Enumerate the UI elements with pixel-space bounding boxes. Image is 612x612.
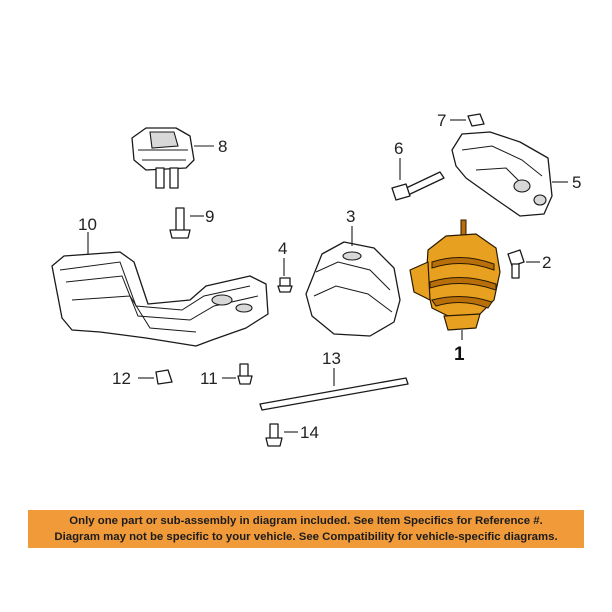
part-11-bolt	[222, 363, 253, 385]
callout-12: 12	[112, 369, 131, 388]
callout-14: 14	[300, 423, 319, 442]
part-13-seal-strip	[259, 368, 409, 411]
callout-10: 10	[78, 215, 97, 234]
callout-6: 6	[394, 139, 403, 158]
callout-1: 1	[454, 344, 465, 365]
notice-banner: Only one part or sub-assembly in diagram…	[28, 510, 584, 548]
callout-9: 9	[205, 207, 214, 226]
part-14-bolt	[265, 423, 298, 447]
notice-line-2: Diagram may not be specific to your vehi…	[54, 531, 558, 543]
callout-3: 3	[346, 207, 355, 226]
part-8-bracket	[131, 127, 214, 189]
callout-7: 7	[437, 111, 446, 130]
part-6-bolt	[391, 158, 445, 201]
part-2-bolt	[507, 249, 540, 279]
callout-2: 2	[542, 253, 551, 272]
part-9-stud	[169, 207, 204, 239]
part-1-engine-mount	[409, 219, 501, 340]
callout-5: 5	[572, 173, 581, 192]
part-10-crossmember	[51, 232, 269, 347]
part-7-nut	[450, 113, 485, 127]
callout-13: 13	[322, 349, 341, 368]
notice-line-1: Only one part or sub-assembly in diagram…	[69, 515, 543, 527]
callout-8: 8	[218, 137, 227, 156]
part-3-heat-shield	[305, 226, 401, 337]
callout-11: 11	[200, 369, 218, 388]
part-4-bolt	[277, 258, 293, 293]
part-5-bracket	[451, 131, 568, 217]
callout-4: 4	[278, 239, 287, 258]
part-12-nut	[138, 369, 173, 385]
